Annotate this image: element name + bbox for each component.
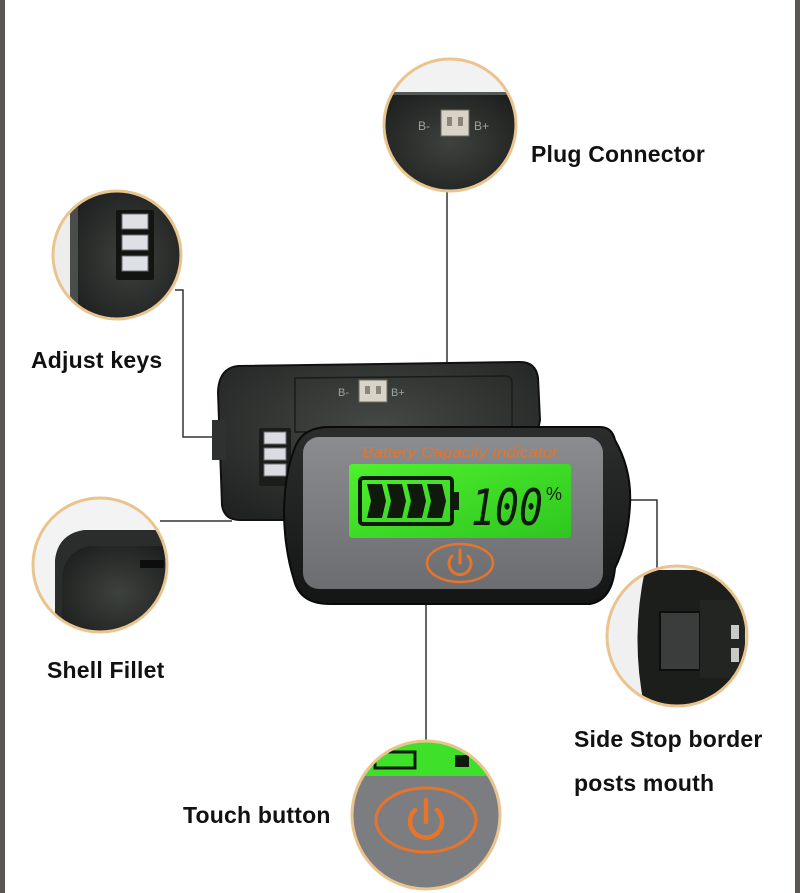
touch-button-label: Touch button [183, 802, 331, 828]
side-stop-label-line1: Side Stop border [574, 726, 763, 752]
adjust-keys-callout [51, 189, 183, 321]
touch-power-button[interactable] [425, 542, 495, 584]
left-frame-border [0, 0, 5, 893]
touch-button-callout [350, 739, 502, 891]
back-connector-neg-label: B- [338, 387, 349, 399]
adjust-keys-label: Adjust keys [31, 347, 163, 373]
shell-fillet-callout [31, 496, 169, 634]
plug-connector-label: Plug Connector [531, 141, 706, 167]
plug-connector-callout: B- B+ [382, 57, 518, 193]
shell-fillet-label: Shell Fillet [47, 657, 165, 683]
zoom-connector-neg-label: B- [418, 119, 430, 133]
side-stop-callout [605, 564, 749, 708]
percent-unit: % [546, 484, 562, 504]
back-connector-pos-label: B+ [391, 387, 405, 399]
leader-line-side [622, 499, 658, 572]
percent-value: 100 [471, 479, 543, 537]
lcd-screen [349, 464, 571, 538]
right-frame-border [795, 0, 800, 893]
zoom-connector-pos-label: B+ [474, 119, 489, 133]
device-front-view: Battery Capacity Indicator 100 % [282, 426, 632, 605]
side-stop-label-line2: posts mouth [574, 770, 715, 796]
battery-level-icon [358, 476, 459, 526]
device-title: Battery Capacity Indicator [362, 444, 559, 461]
